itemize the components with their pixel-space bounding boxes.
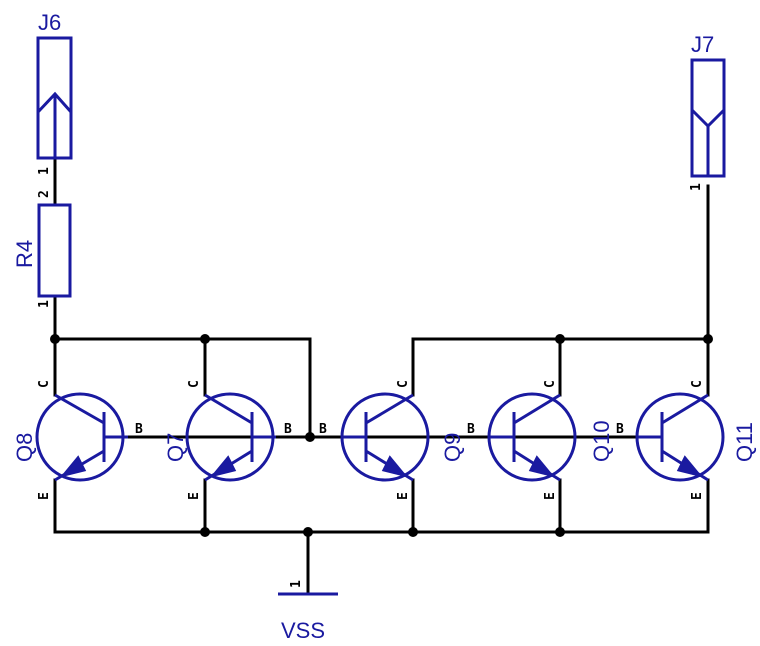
transistor-emitter-label: E [396, 492, 411, 500]
transistor-emitter-arrow-icon [59, 455, 87, 478]
transistor-collector-label: C [37, 380, 52, 388]
junction-dot [555, 334, 565, 344]
connector-down-arrow-icon [690, 108, 726, 176]
junctions [50, 334, 713, 537]
transistor-collector-lead [365, 393, 414, 425]
transistor-base-label: B [284, 422, 292, 437]
transistor-base-label: B [135, 422, 143, 437]
ground-ref: VSS [281, 618, 325, 643]
transistor-ref: Q10 [589, 420, 614, 462]
transistor-emitter-arrow-icon [381, 455, 409, 478]
transistor-q10[interactable]: Q10 C B E [467, 380, 614, 500]
connector-j7-ref: J7 [691, 32, 714, 57]
transistor-emitter-label: E [690, 492, 705, 500]
ground-vss[interactable]: 1 VSS [278, 580, 338, 643]
transistor-base-label: B [467, 422, 475, 437]
transistor-ref: Q9 [440, 433, 465, 462]
transistor-collector-label: C [543, 380, 558, 388]
wire-collector-bus-left [53, 337, 312, 439]
transistor-emitter-label: E [543, 492, 558, 500]
transistor-collector-lead [513, 393, 561, 425]
transistor-base-label: B [319, 422, 327, 437]
junction-dot [408, 527, 418, 537]
junction-dot [555, 527, 565, 537]
connector-j6-ref: J6 [38, 10, 61, 35]
transistor-base-label: B [616, 422, 624, 437]
transistor-emitter-label: E [187, 492, 202, 500]
resistor-r4-pin-top: 2 [37, 190, 52, 198]
connector-j7-pin: 1 [689, 183, 704, 191]
resistor-r4[interactable]: R4 2 1 [12, 190, 72, 308]
transistor-collector-lead [54, 393, 105, 425]
transistor-collector-lead [661, 393, 709, 425]
resistor-r4-body [37, 203, 72, 298]
transistor-body [487, 392, 577, 482]
transistor-emitter-label: E [37, 492, 52, 500]
transistor-emitter-arrow-icon [209, 455, 237, 478]
transistor-ref: Q11 [732, 422, 757, 462]
connector-j6-pin: 1 [37, 167, 52, 175]
transistor-collector-lead [204, 393, 253, 425]
ground-pin: 1 [289, 580, 304, 588]
transistor-emitter-arrow-icon [676, 455, 704, 478]
transistor-body [635, 392, 725, 482]
connector-j7[interactable]: J7 1 [689, 32, 726, 191]
connector-up-arrow-icon [36, 91, 73, 158]
transistor-q9[interactable]: Q9 C B E [319, 380, 465, 500]
resistor-r4-ref: R4 [12, 240, 37, 268]
transistor-ref: Q7 [163, 433, 188, 462]
transistor-collector-label: C [690, 380, 705, 388]
junction-dot [200, 527, 210, 537]
wires [53, 158, 710, 595]
wire-emitter-bus [53, 478, 710, 534]
transistor-q11[interactable]: Q11 C B E [616, 380, 757, 500]
junction-dot [200, 334, 210, 344]
transistor-q8[interactable]: Q8 C B E [12, 380, 143, 500]
junction-dot [703, 334, 713, 344]
transistor-emitter-arrow-icon [528, 455, 556, 478]
connector-j6[interactable]: J6 1 [36, 10, 73, 175]
transistor-q7[interactable]: Q7 C B E [163, 380, 292, 500]
junction-dot [50, 334, 60, 344]
transistor-collector-label: C [396, 380, 411, 388]
transistor-ref: Q8 [12, 433, 37, 462]
junction-dot [305, 432, 315, 442]
resistor-r4-pin-bottom: 1 [37, 300, 52, 308]
transistor-collector-label: C [187, 380, 202, 388]
junction-dot [303, 527, 313, 537]
